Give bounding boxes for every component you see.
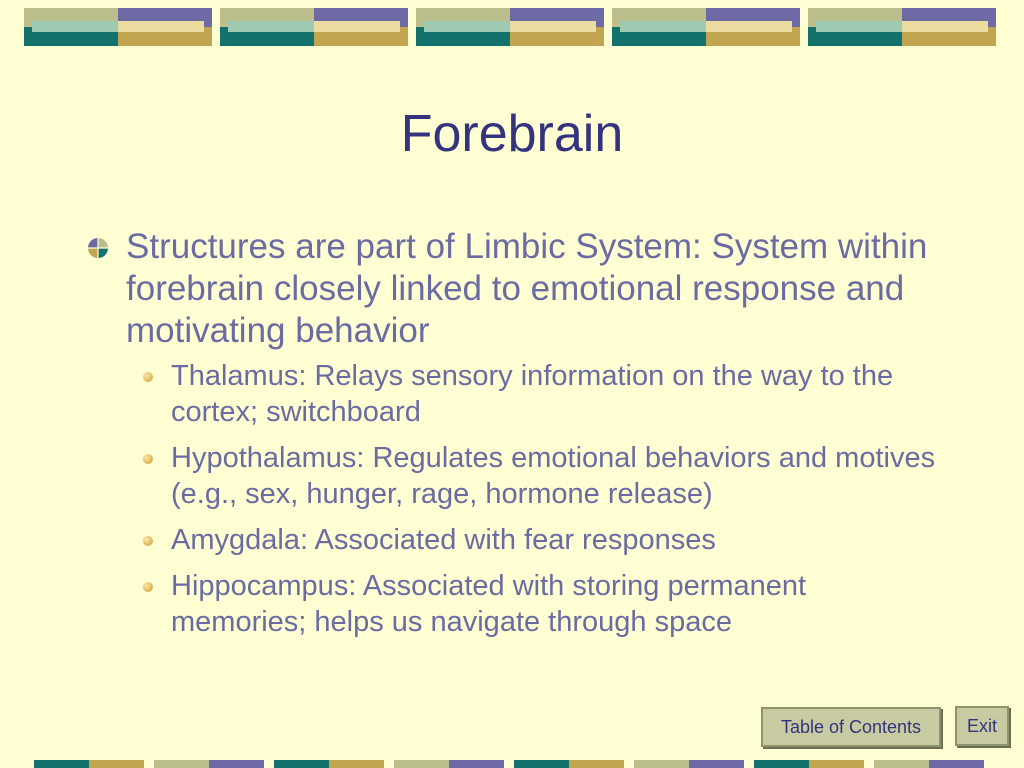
main-bullet-text: Structures are part of Limbic System: Sy… [126,227,928,350]
list-item-text: Hippocampus: Associated with storing per… [171,570,807,638]
gold-dot-bullet-icon [143,536,153,546]
gold-dot-bullet-icon [143,582,153,592]
slide-title: Forebrain [400,105,624,163]
gold-dot-bullet-icon [143,372,153,382]
banner-tile [416,8,604,46]
banner-tile [808,8,996,46]
list-item: Hypothalamus: Regulates emotional behavi… [143,440,948,512]
list-item: Hippocampus: Associated with storing per… [143,568,948,640]
quadrant-bullet-icon [88,238,108,258]
top-decorative-banner [24,8,1000,46]
list-item: Amygdala: Associated with fear responses [143,522,948,558]
banner-tile [220,8,408,46]
gold-dot-bullet-icon [143,454,153,464]
list-item-text: Amygdala: Associated with fear responses [171,524,716,556]
list-item-text: Thalamus: Relays sensory information on … [171,360,894,428]
list-item: Thalamus: Relays sensory information on … [143,358,948,430]
banner-tile [612,8,800,46]
bottom-decorative-band [34,760,994,768]
table-of-contents-button[interactable]: Table of Contents [761,707,941,747]
slide-body: Structures are part of Limbic System: Sy… [88,226,948,656]
exit-button[interactable]: Exit [955,706,1009,746]
list-item-text: Hypothalamus: Regulates emotional behavi… [171,442,936,510]
banner-tile [24,8,212,46]
main-bullet-point: Structures are part of Limbic System: Sy… [88,226,948,352]
sub-bullet-list: Thalamus: Relays sensory information on … [143,358,948,640]
